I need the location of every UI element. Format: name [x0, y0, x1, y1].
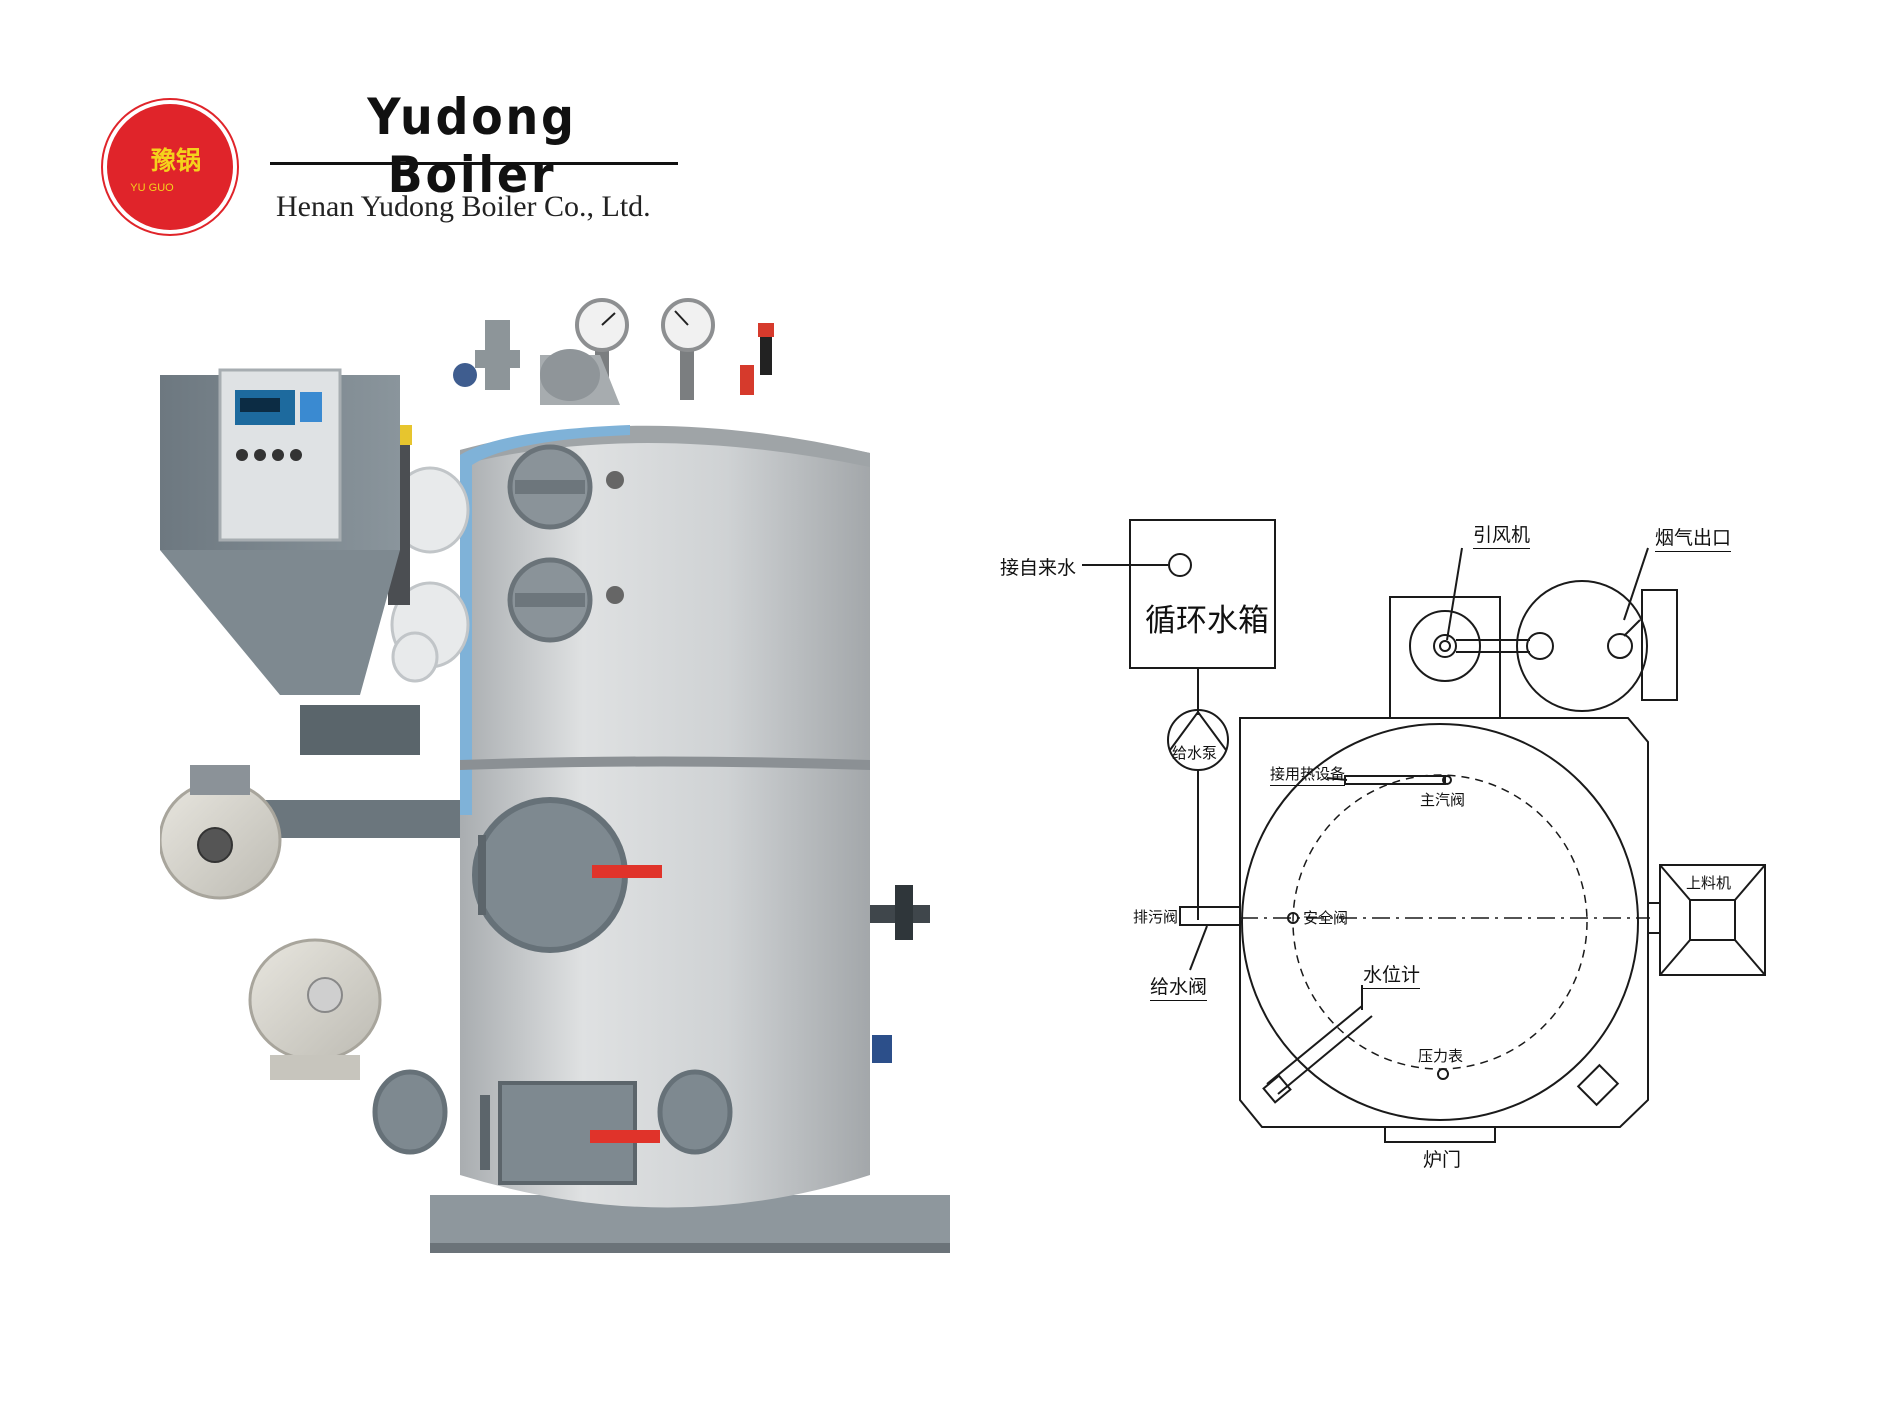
control-panel: [218, 368, 342, 542]
label-flue-outlet: 烟气出口: [1655, 523, 1732, 552]
water-gauge-line: [1266, 1005, 1363, 1085]
cleanout-door-right: [657, 1069, 733, 1155]
ash-door: [480, 1081, 660, 1185]
furnace-door-tab: [1384, 1126, 1496, 1143]
blower-fan-upper: [160, 765, 282, 900]
furnace-door: [472, 797, 662, 953]
pressure-gauge-symbol: [1437, 1068, 1449, 1080]
safety-valve-symbol: [1287, 912, 1299, 924]
induced-fan-symbol: [1409, 610, 1481, 682]
label-feed-valve: 给水阀: [1150, 972, 1208, 1001]
steam-outlet-pipe: [1344, 775, 1446, 785]
controller-buttons: [236, 449, 302, 461]
safety-valve-icon: [758, 323, 774, 337]
label-furnace-door: 炉门: [1423, 1149, 1462, 1171]
label-water-tank: 循环水箱: [1145, 603, 1269, 639]
label-feeder: 上料机: [1686, 874, 1732, 892]
brand-title: Yudong Boiler: [367, 88, 577, 204]
label-safety-valve: 安全阀: [1303, 909, 1349, 927]
blower-fan-lower: [248, 938, 382, 1080]
top-fittings: [453, 298, 774, 405]
label-pressure-gauge: 压力表: [1418, 1047, 1464, 1065]
brand-subtitle: Henan Yudong Boiler Co., Ltd.: [276, 190, 651, 223]
label-heat-equipment: 接用热设备: [1270, 763, 1346, 786]
brand-divider: [270, 162, 678, 165]
label-feed-pump: 给水泵: [1172, 744, 1218, 762]
valve-handwheel-icon: [453, 363, 477, 387]
water-tank-box: [1129, 519, 1276, 669]
feed-pipe: [260, 800, 460, 838]
logo-chinese-text: 豫锅: [151, 146, 201, 175]
label-water-level-gauge: 水位计: [1363, 960, 1421, 989]
company-logo: 豫锅 YU GUO: [101, 98, 239, 236]
middle-hatch: [507, 557, 624, 643]
induced-fan-housing: [1389, 596, 1501, 719]
label-induced-fan: 引风机: [1473, 520, 1531, 549]
ash-door-handle-icon: [590, 1130, 660, 1143]
boiler-photo: [160, 298, 950, 1253]
door-handle-icon: [592, 865, 662, 878]
logo-english-text: YU GUO: [130, 182, 174, 194]
tap-inlet-symbol: [1168, 553, 1192, 577]
middle-band: [460, 756, 870, 770]
cleanout-door-left: [372, 1069, 448, 1155]
side-valve-icon: [895, 885, 913, 940]
flue-stack-symbol: [1516, 580, 1648, 712]
label-blowdown-valve: 排污阀: [1133, 908, 1179, 926]
label-main-steam-valve: 主汽阀: [1420, 791, 1466, 809]
upper-hatch: [507, 444, 624, 530]
blowdown-pipe: [1179, 906, 1241, 926]
label-tap-water: 接自来水: [1000, 557, 1077, 579]
